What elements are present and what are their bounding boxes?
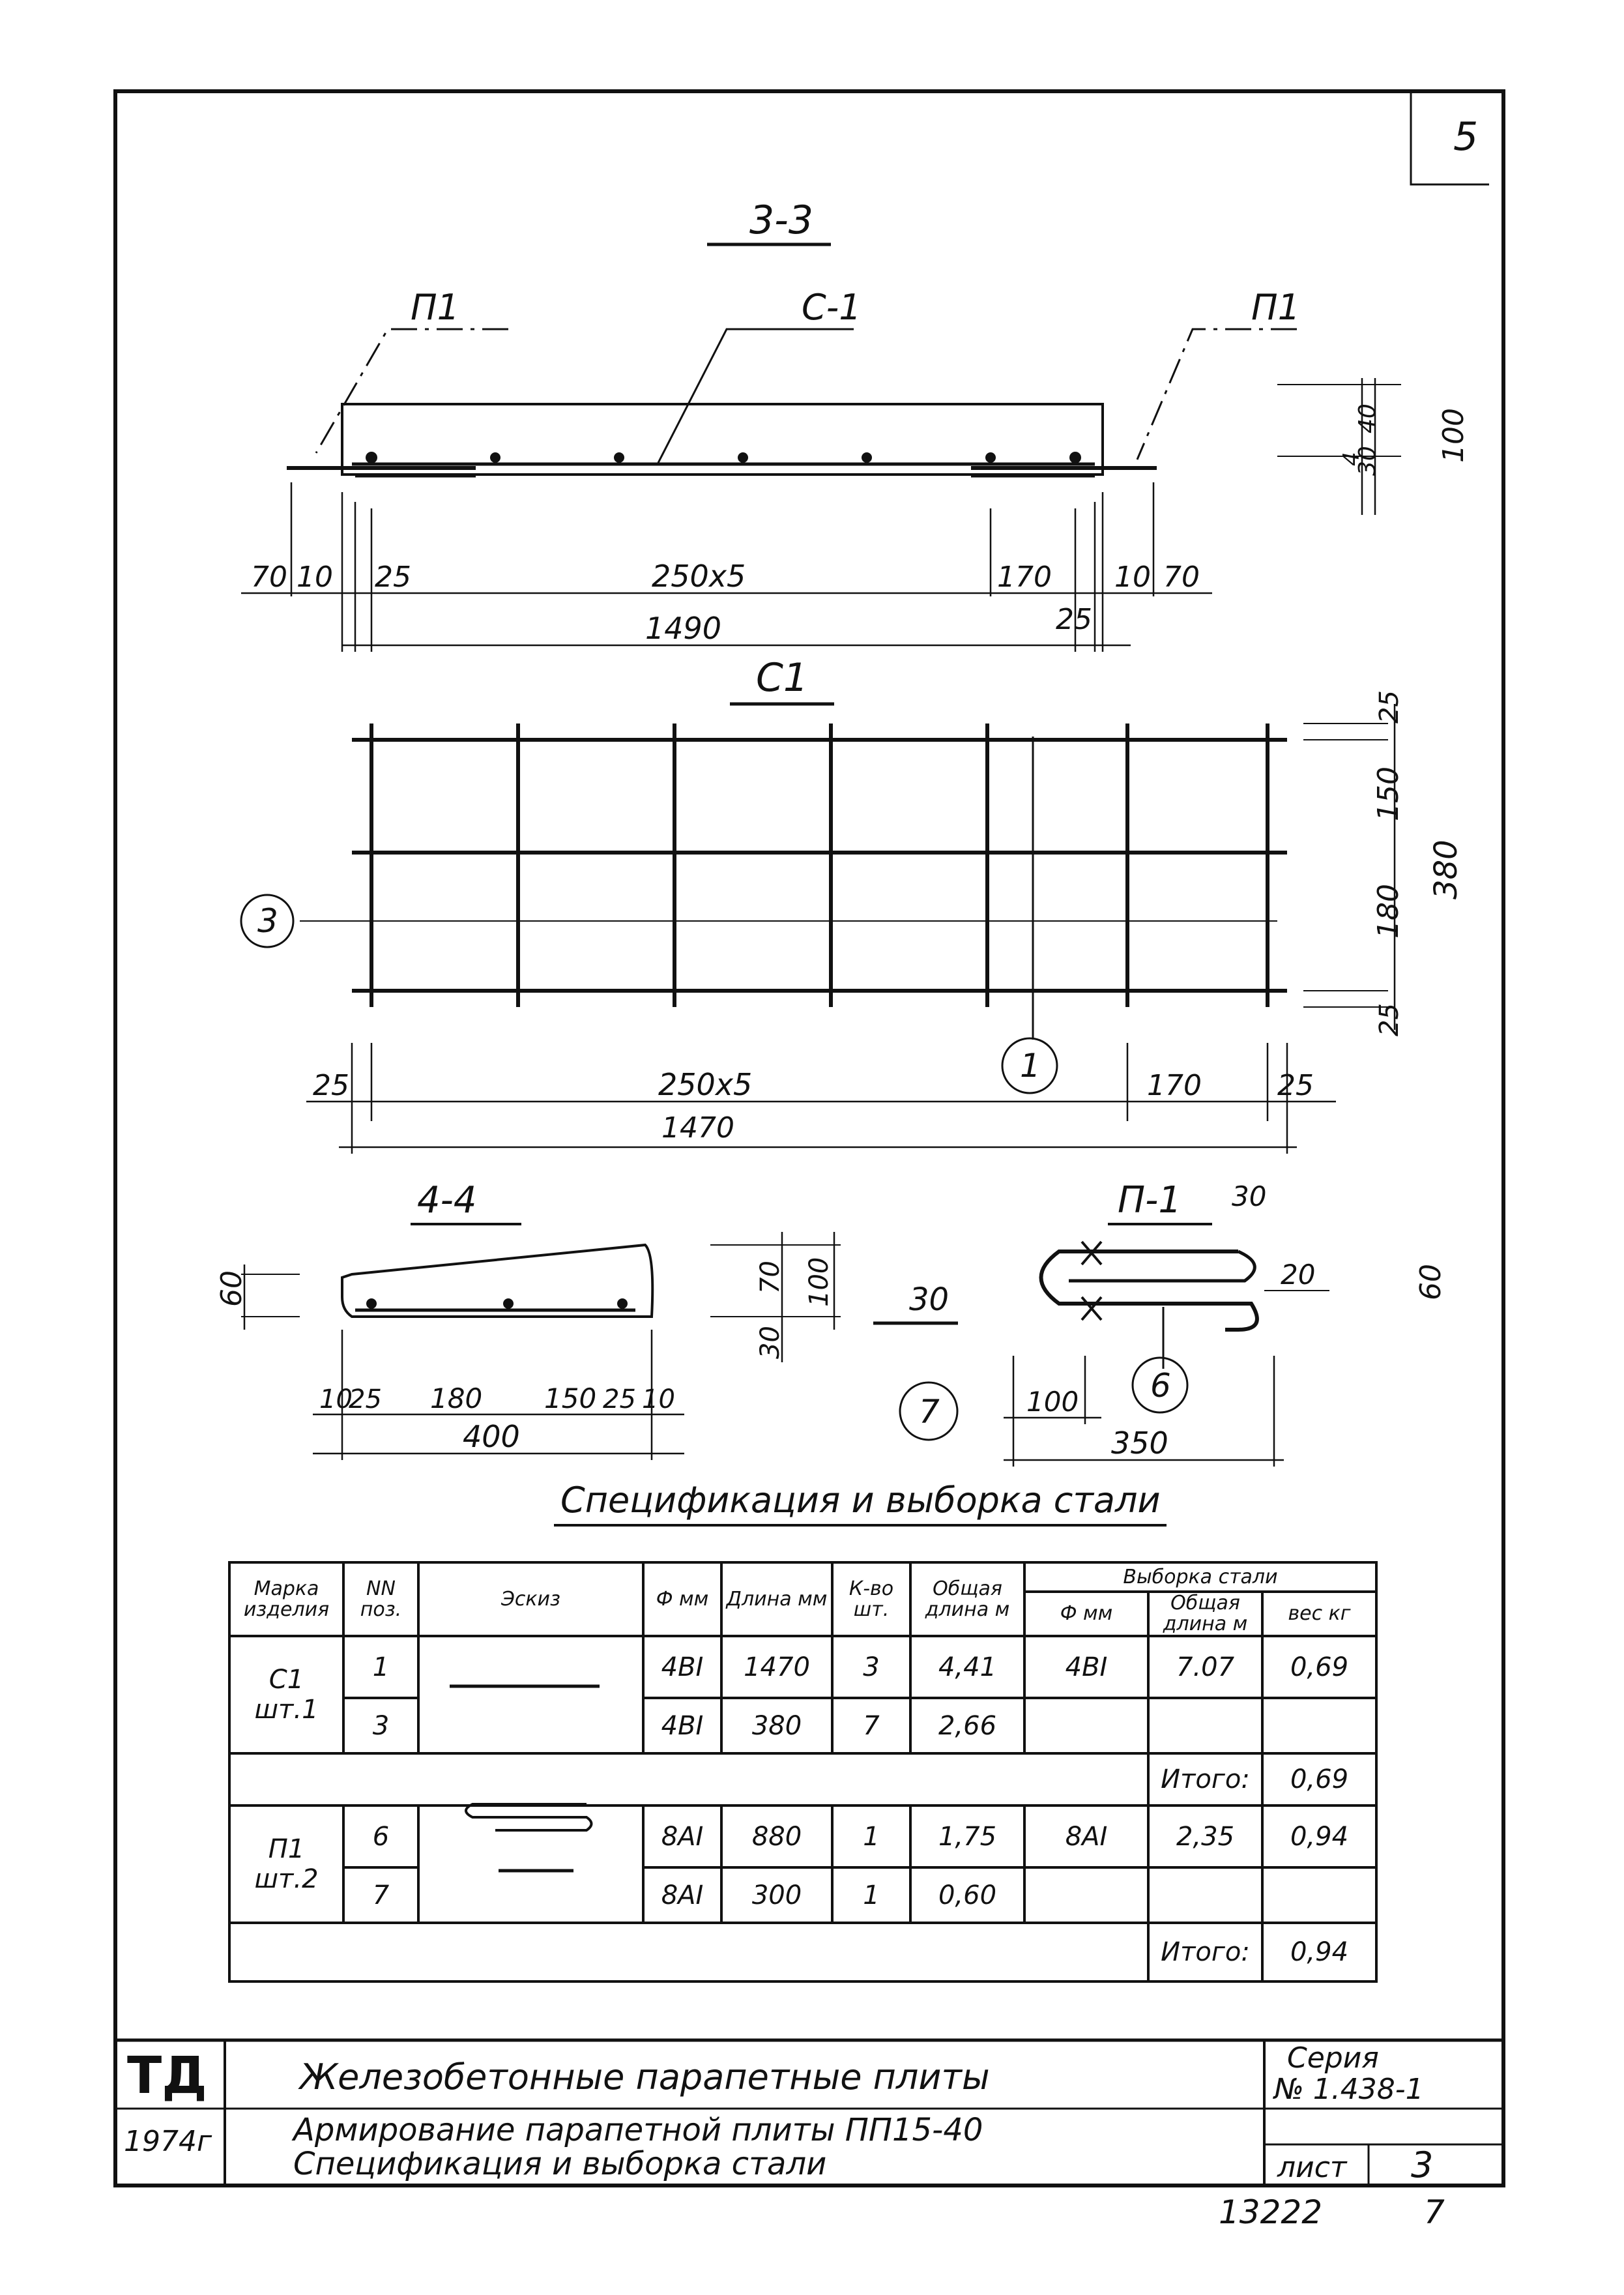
hdr-selection: Выборка стали [1023,1561,1378,1593]
bar-7: 30 7 [873,1281,959,1441]
svg-text:3: 3 [257,902,278,940]
total-row: Итого: 0,94 [228,1922,1378,1983]
dim-25-l: 25 [313,1069,349,1102]
dim-250x5: 250х5 [652,559,746,594]
mesh-c1: С1 3 1 25 150 180 380 25 [240,655,1464,1154]
label-p1-right: П1 [1251,287,1300,328]
section-3-3-title: 3-3 [749,197,813,243]
hdr-mark: Марка изделия [228,1561,345,1637]
dim-10-left: 10 [297,561,333,594]
dim-180-44: 180 [430,1382,482,1414]
year: 1974г [124,2125,212,2158]
dim-10-right: 10 [1114,561,1151,594]
section-3-3: 3-3 П1 С-1 П1 [241,197,1470,652]
svg-text:6: 6 [1150,1367,1171,1405]
mesh-c1-title: С1 [756,655,808,701]
hdr-sel-weight: вес кг [1261,1590,1378,1637]
sheet-number-top: 5 [1453,114,1478,160]
hdr-qty: К-во шт. [831,1561,912,1637]
dim-150-44: 150 [544,1382,596,1414]
loop-dim-60: 60 [1414,1264,1447,1300]
dim-70-right: 70 [1163,561,1200,594]
dim-100: 100 [1437,408,1470,463]
dim-1490: 1490 [645,611,721,646]
marker-3 [240,894,295,948]
hdr-length: Длина мм [720,1561,834,1637]
dim-40: 40 [1354,403,1381,433]
dim-400: 400 [463,1419,520,1454]
spec-table: Марка изделия NN поз. Эскиз Ф мм Длина м… [228,1561,1378,1983]
hdr-sketch: Эскиз [417,1561,645,1637]
sheet-frame [113,89,1505,2187]
dim-25-r: 25 [1277,1069,1314,1102]
dim-4: 4 [1339,452,1365,466]
loop-dim-350: 350 [1111,1425,1168,1461]
dim-1470: 1470 [661,1111,734,1145]
logo: ТД [127,2047,207,2105]
hdr-total-len: Общая длина м [909,1561,1026,1637]
dim-30: 30 [1354,446,1381,476]
series-no: № 1.438-1 [1274,2073,1424,2106]
table-row: 7 8АI 300 1 0,60 [229,1866,1378,1924]
doc-subtitle-2: Спецификация и выборка стали [293,2146,827,2182]
hdr-pos: NN поз. [342,1561,420,1637]
loop-dim-30: 30 [1232,1180,1266,1212]
svg-text:1: 1 [1020,1047,1041,1085]
svg-text:7: 7 [919,1393,940,1431]
dim-380: 380 [1428,840,1464,899]
label-p1-left: П1 [411,287,459,328]
label-c1: С-1 [802,287,862,328]
dim-10-44r: 10 [642,1384,675,1414]
loop-p1-title: П-1 [1118,1179,1182,1221]
series-label: Серия [1287,2041,1379,2075]
total-row: Итого: 0,69 [228,1752,1378,1807]
dim-150: 150 [1372,767,1405,821]
section-4-4: 4-4 60 70 100 30 10 25 180 150 25 10 400 [215,1179,841,1460]
hdr-sel-dia: Ф мм [1023,1590,1150,1637]
loop-dim-100: 100 [1026,1386,1079,1418]
dim-100-44: 100 [804,1257,834,1307]
marker-6 [1131,1356,1189,1414]
doc-title: Железобетонные парапетные плиты [300,2056,990,2098]
dim-60-44: 60 [215,1270,248,1307]
loop-dim-20: 20 [1281,1259,1315,1291]
dim-25-bottom: 25 [1056,603,1092,636]
dim-25-top: 25 [1374,690,1404,724]
section-4-4-title: 4-4 [417,1179,476,1221]
dim-170-c1: 170 [1147,1069,1202,1102]
dim-25-bot: 25 [1374,1003,1404,1036]
hdr-sel-len: Общая длина м [1147,1590,1264,1637]
sheet-no: 3 [1411,2144,1434,2185]
loop-p1: П-1 30 20 60 6 100 350 [1004,1179,1447,1467]
dim-180: 180 [1372,884,1405,939]
sheet-label: лист [1277,2151,1347,2184]
dim-10-44l: 10 [319,1384,353,1414]
dim-170: 170 [997,561,1052,594]
marker-1 [1001,1037,1058,1094]
dim-250x5-c1: 250х5 [658,1067,752,1102]
spec-title: Спецификация и выборка стали [560,1480,1161,1521]
hdr-dia: Ф мм [642,1561,723,1637]
sheet-number-box [1410,91,1489,186]
doc-subtitle-1: Армирование парапетной плиты ПП15-40 [293,2112,983,2148]
marker-7 [899,1381,959,1441]
dim-25-44l: 25 [349,1384,382,1414]
bar-7-dim: 30 [909,1281,949,1318]
footer-num: 7 [1424,2193,1445,2231]
dim-25-44r: 25 [603,1384,636,1414]
dim-70-44: 70 [755,1261,785,1294]
dim-25-left: 25 [375,561,411,594]
footer-code: 13222 [1219,2193,1323,2231]
table-row: 3 4ВI 380 7 2,66 [229,1697,1378,1755]
dim-70-left: 70 [251,561,287,594]
dim-30-44: 30 [755,1326,785,1359]
